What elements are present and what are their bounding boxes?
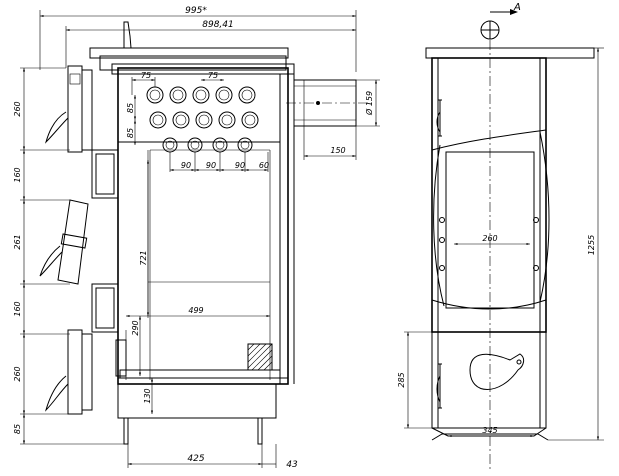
dim-tube-offset: 60 — [259, 161, 269, 170]
dim-left-4: 260 — [13, 366, 22, 381]
tube-row-2 — [149, 111, 259, 129]
dim-tube-row-spacing-2: 85 — [126, 128, 135, 138]
dim-height-130: 130 — [143, 388, 152, 403]
section-marker: A — [513, 2, 521, 13]
dim-flue-diameter: Ø 159 — [364, 91, 374, 116]
dim-base-width: 425 — [187, 454, 204, 464]
dim-flue-pitch-top: 75 — [141, 71, 151, 80]
upper-door — [44, 65, 93, 153]
dim-side-base-width: 345 — [482, 426, 497, 435]
dim-left-3: 160 — [13, 301, 22, 316]
dim-left-1: 160 — [13, 167, 22, 182]
tube-row-1 — [146, 86, 256, 104]
dim-left-5: 85 — [13, 424, 22, 434]
middle-door — [39, 149, 119, 285]
dim-overall-height: 1255 — [587, 235, 596, 255]
front-view: 995* 898,41 — [13, 6, 380, 470]
dim-flue-pitch-top-2: 75 — [208, 71, 218, 80]
dim-inner-width: 898,41 — [202, 20, 234, 30]
dim-tube-row-spacing-1: 85 — [126, 103, 135, 113]
dim-grate-width: 260 — [482, 234, 497, 243]
dim-left-0: 260 — [13, 101, 22, 116]
dim-flue-length: 150 — [330, 146, 345, 155]
side-view: A 260 — [397, 2, 604, 470]
dim-door-height: 285 — [397, 372, 406, 387]
dim-height-290: 290 — [131, 320, 140, 335]
dim-tube-pitch-2: 90 — [206, 161, 216, 170]
hatched-block — [247, 343, 273, 371]
dim-left-2: 261 — [13, 234, 22, 249]
dim-overall-width: 995* — [185, 6, 207, 16]
dim-tube-pitch-1: 90 — [181, 161, 191, 170]
ash-door — [44, 283, 119, 415]
dim-tube-pitch-3: 90 — [235, 161, 245, 170]
dim-height-721: 721 — [139, 250, 148, 265]
dim-base-offset: 43 — [286, 460, 298, 470]
dim-width-499: 499 — [188, 306, 203, 315]
tube-row-3 — [162, 137, 253, 153]
